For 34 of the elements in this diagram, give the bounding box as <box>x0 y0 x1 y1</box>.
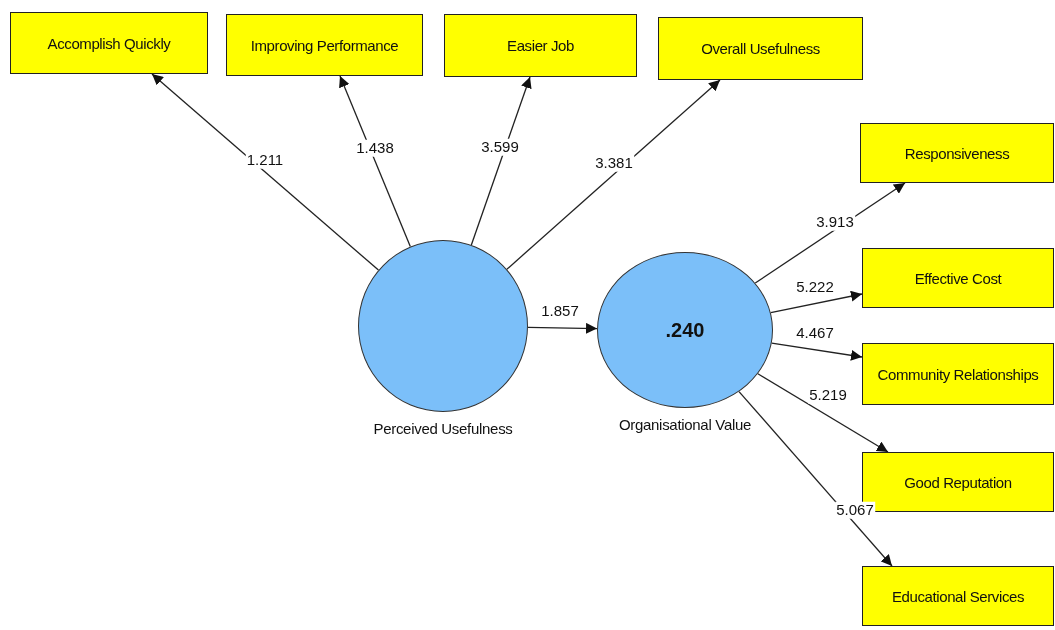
path-coefficient: 1.211 <box>245 151 285 169</box>
indicator-label: Community Relationships <box>877 365 1039 383</box>
indicator-box <box>860 123 1054 183</box>
path-coefficient: 3.913 <box>815 213 855 231</box>
indicator-label: Responsiveness <box>904 144 1010 162</box>
indicator-box <box>862 343 1054 405</box>
indicator-box <box>444 14 637 77</box>
indicator-label: Accomplish Quickly <box>47 34 171 52</box>
indicator-label: Improving Performance <box>250 36 399 54</box>
path-coefficient: 1.438 <box>355 139 395 157</box>
path-arrow <box>771 342 863 361</box>
r-squared-value: .240 <box>665 318 705 342</box>
indicator-box <box>10 12 208 74</box>
path-arrow <box>470 76 532 246</box>
indicator-box <box>226 14 423 76</box>
path-arrow <box>506 79 721 270</box>
indicator-box <box>658 17 863 80</box>
path-coefficient: 3.381 <box>594 154 634 172</box>
path-arrow <box>757 373 889 453</box>
path-coefficient: 5.067 <box>835 501 875 519</box>
path-arrow <box>770 290 863 314</box>
path-arrow <box>151 73 380 271</box>
indicator-label: Good Reputation <box>904 473 1012 491</box>
indicator-label: Overall Usefulness <box>701 40 820 57</box>
construct-label: Organisational Value <box>618 416 752 433</box>
indicator-label: Educational Services <box>891 587 1025 605</box>
indicator-box <box>862 248 1054 308</box>
indicator-label: Easier Job <box>507 37 574 54</box>
indicator-box <box>862 566 1054 626</box>
path-arrow <box>527 322 598 334</box>
construct-label: Perceived Usefulness <box>373 420 513 437</box>
path-coefficient: 3.599 <box>480 138 520 156</box>
indicator-label: Effective Cost <box>914 269 1002 287</box>
path-arrow <box>339 75 411 248</box>
